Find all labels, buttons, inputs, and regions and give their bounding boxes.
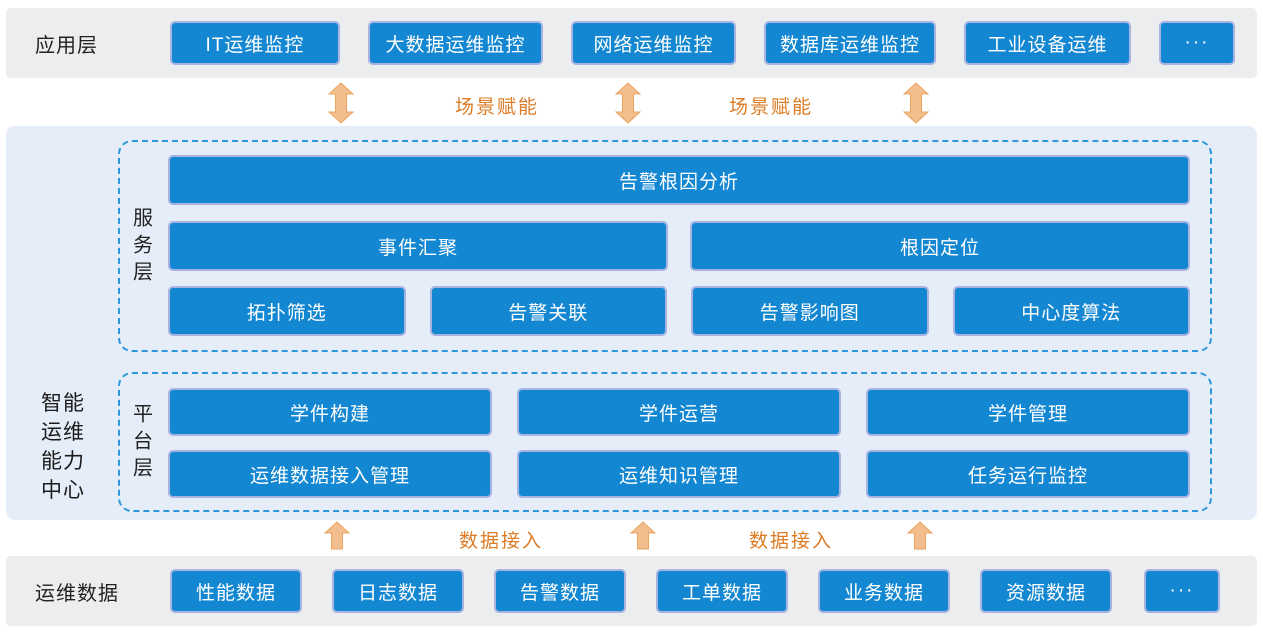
node-topology-filtering: 拓扑筛选: [168, 286, 406, 336]
node-data-layer-more: ···: [1144, 569, 1220, 613]
ops-data-label: 运维数据: [35, 582, 119, 605]
data-up-arrow-icon: [324, 521, 350, 550]
node-learnware-management: 学件管理: [866, 388, 1190, 436]
capability-center-label: 智能 运维 能力 中心: [41, 392, 85, 502]
node-ticket-data: 工单数据: [656, 569, 788, 613]
data-up-arrow-icon: [630, 521, 656, 550]
node-root-cause-location: 根因定位: [690, 221, 1190, 271]
node-centrality-algorithm: 中心度算法: [952, 286, 1190, 336]
node-bigdata-ops-monitoring: 大数据运维监控: [368, 21, 543, 65]
platform-layer-label: 平 台 层: [133, 403, 153, 480]
node-ops-knowledge-management: 运维知识管理: [517, 450, 841, 498]
node-app-layer-more: ···: [1159, 21, 1235, 65]
data-up-arrow-icon: [907, 521, 933, 550]
scene-bidirectional-arrow-icon: [615, 82, 641, 124]
scene-bidirectional-arrow-icon: [328, 82, 354, 124]
service-layer-group: 服 务 层 告警根因分析 事件汇聚 根因定位 拓扑筛选 告警关联 告警影响图 中…: [118, 140, 1212, 352]
data-ingest-label: 数据接入: [458, 531, 543, 552]
application-layer-label: 应用层: [35, 34, 98, 57]
service-layer-label: 服 务 层: [133, 207, 153, 284]
scene-empower-label: 场景赋能: [454, 97, 539, 118]
scene-empower-label: 场景赋能: [728, 97, 813, 118]
node-alarm-data: 告警数据: [494, 569, 626, 613]
data-ingest-label: 数据接入: [748, 531, 833, 552]
node-industrial-equipment-ops: 工业设备运维: [964, 21, 1131, 65]
application-layer-band: 应用层 IT运维监控 大数据运维监控 网络运维监控 数据库运维监控 工业设备运维…: [6, 8, 1257, 78]
node-learnware-build: 学件构建: [168, 388, 492, 436]
node-it-ops-monitoring: IT运维监控: [170, 21, 340, 65]
node-alarm-impact-graph: 告警影响图: [691, 286, 929, 336]
node-learnware-operation: 学件运营: [517, 388, 841, 436]
node-event-aggregation: 事件汇聚: [168, 221, 668, 271]
node-task-run-monitoring: 任务运行监控: [866, 450, 1190, 498]
node-alarm-correlation: 告警关联: [429, 286, 667, 336]
platform-layer-group: 平 台 层 学件构建 学件运营 学件管理 运维数据接入管理 运维知识管理 任务运…: [118, 372, 1212, 512]
node-network-ops-monitoring: 网络运维监控: [571, 21, 736, 65]
node-ops-data-access-management: 运维数据接入管理: [168, 450, 492, 498]
node-resource-data: 资源数据: [980, 569, 1112, 613]
node-performance-data: 性能数据: [170, 569, 302, 613]
node-database-ops-monitoring: 数据库运维监控: [764, 21, 936, 65]
ops-data-band: 运维数据 性能数据 日志数据 告警数据 工单数据 业务数据 资源数据 ···: [6, 556, 1257, 626]
node-business-data: 业务数据: [818, 569, 950, 613]
node-log-data: 日志数据: [332, 569, 464, 613]
node-alarm-root-cause-analysis: 告警根因分析: [168, 155, 1190, 205]
scene-bidirectional-arrow-icon: [903, 82, 929, 124]
